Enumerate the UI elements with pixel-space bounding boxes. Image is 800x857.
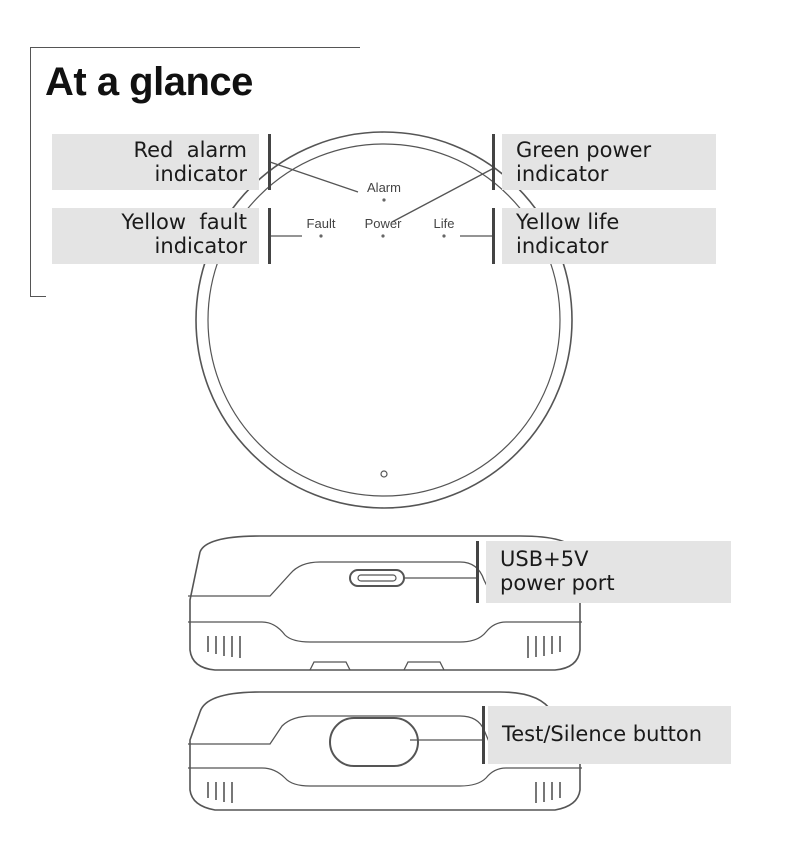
usb-port-callout-bar: [476, 541, 479, 603]
usb-port-callout: USB+5V power port: [486, 541, 731, 603]
test-button-callout-bar: [482, 706, 485, 764]
test-button-callout-text: Test/Silence button: [502, 722, 703, 746]
usb-port-callout-line1: USB+5V: [500, 547, 589, 571]
usb-port-callout-line2: power port: [500, 571, 615, 595]
yellow-fault-callout: Yellow fault indicator: [52, 208, 259, 264]
yellow-life-callout-line2: indicator: [516, 234, 609, 258]
red-alarm-callout: Red alarm indicator: [52, 134, 259, 190]
detector-top-view: [195, 131, 573, 509]
red-alarm-callout-line2: indicator: [154, 162, 247, 186]
side2-top-cap: [199, 691, 553, 713]
page-title: At a glance: [45, 60, 253, 104]
green-power-leader: [391, 167, 495, 223]
side1-rim-line: [188, 561, 582, 597]
green-power-callout-bar: [492, 134, 495, 190]
side1-feet: [309, 661, 445, 671]
life-led: [442, 234, 446, 238]
fault-device-label: Fault: [307, 216, 336, 231]
side1-lower-line: [188, 621, 582, 643]
side1-vents-left: [207, 636, 241, 658]
power-led: [381, 234, 385, 238]
alarm-led: [382, 198, 386, 202]
test-button-callout: Test/Silence button: [488, 706, 731, 764]
red-alarm-leader: [269, 161, 359, 193]
yellow-fault-callout-line1: Yellow fault: [121, 210, 247, 234]
usb-port-inner: [357, 574, 397, 582]
detector-outer-ring: [195, 131, 573, 509]
green-power-callout: Green power indicator: [502, 134, 716, 190]
test-button-shape: [329, 717, 419, 767]
side2-rim-line: [188, 715, 582, 745]
side2-vents-left: [207, 782, 233, 803]
life-device-label: Life: [434, 216, 455, 231]
fault-led: [319, 234, 323, 238]
side1-vents-right: [527, 636, 561, 658]
yellow-life-callout-bar: [492, 208, 495, 264]
frame-left-line: [30, 47, 31, 297]
power-device-label: Power: [365, 216, 403, 231]
detector-side-view-button: [188, 691, 582, 811]
frame-top-line: [30, 47, 360, 48]
detector-inner-ring: [207, 143, 561, 497]
green-power-callout-line1: Green power: [516, 138, 652, 162]
side2-vents-right: [535, 782, 561, 803]
detector-center-hole: [380, 470, 388, 478]
led-dots: [319, 198, 446, 238]
leader-lines-top: [269, 161, 495, 237]
yellow-fault-callout-line2: indicator: [154, 234, 247, 258]
red-alarm-callout-line1: Red alarm: [133, 138, 247, 162]
yellow-life-callout: Yellow life indicator: [502, 208, 716, 264]
side1-body: [189, 551, 581, 671]
green-power-callout-line2: indicator: [516, 162, 609, 186]
alarm-device-label: Alarm: [367, 180, 401, 195]
yellow-fault-callout-bar: [268, 208, 271, 264]
red-alarm-callout-bar: [268, 134, 271, 190]
yellow-life-callout-line1: Yellow life: [516, 210, 620, 234]
frame-bottom-tick: [30, 296, 46, 297]
side2-body: [189, 711, 581, 811]
side2-lower-line: [188, 767, 582, 787]
